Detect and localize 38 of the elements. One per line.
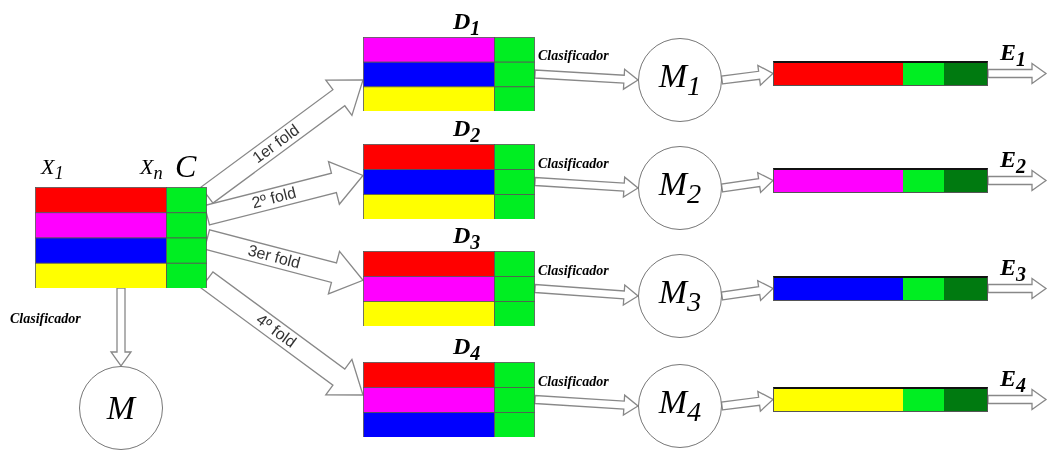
prediction-bar	[773, 168, 988, 193]
block-arrow	[720, 279, 775, 302]
dataset-label: D$_{2}$	[453, 116, 481, 145]
block-arrow	[987, 388, 1048, 411]
model-label: M$_{2}$	[658, 167, 702, 209]
model-label: M$_{4}$	[658, 385, 702, 427]
edge-label: Clasificador	[538, 156, 609, 171]
block-arrow	[720, 171, 775, 194]
edge-label: E$_{3}$	[1000, 254, 1026, 284]
dataset-label: D$_{3}$	[453, 223, 481, 252]
prediction-bar	[773, 387, 988, 412]
edge-label: E$_{2}$	[1000, 146, 1026, 176]
class-label: C	[175, 150, 197, 182]
feature-label: X$_{1}$	[41, 156, 64, 183]
dataset-label: D$_{1}$	[453, 9, 481, 38]
prediction-bar	[773, 276, 988, 301]
block-arrow	[109, 287, 133, 368]
edge-label: Clasificador	[538, 49, 609, 63]
block-arrow	[720, 390, 775, 413]
block-arrow	[987, 277, 1048, 300]
block-arrow	[987, 169, 1048, 192]
block-arrow	[534, 283, 640, 307]
edge-label: Clasificador	[10, 312, 81, 326]
edge-label: Clasificador	[538, 263, 609, 278]
prediction-bar	[773, 61, 988, 86]
dataset-label: D$_{4}$	[453, 334, 481, 363]
model-label: M	[106, 391, 136, 425]
block-arrow	[534, 175, 640, 199]
edge-label: E$_{1}$	[1000, 39, 1026, 69]
block-arrow	[720, 64, 775, 87]
model-label: M$_{1}$	[658, 59, 702, 101]
block-arrow	[534, 67, 640, 91]
edge-label: Clasificador	[538, 374, 609, 389]
feature-label: X$_{n}$	[140, 156, 163, 183]
model-label: M$_{3}$	[658, 275, 702, 317]
block-arrow	[987, 62, 1048, 85]
block-arrow	[534, 393, 640, 417]
edge-label: E$_{4}$	[1000, 365, 1026, 395]
